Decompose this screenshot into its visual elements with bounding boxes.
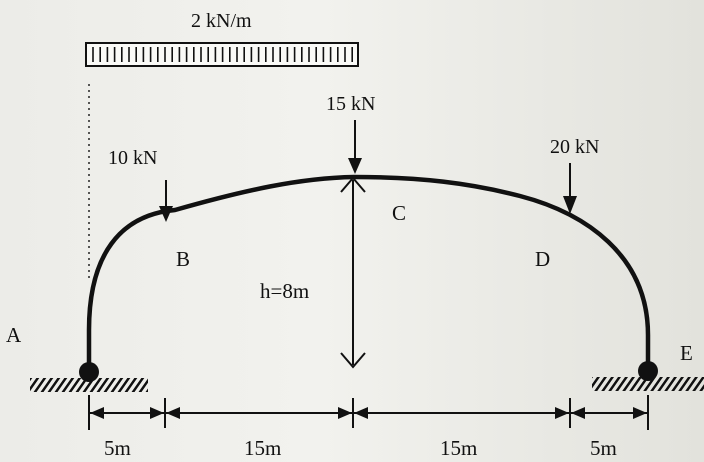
distributed-load-block bbox=[85, 42, 359, 67]
distributed-load-label: 2 kN/m bbox=[191, 10, 252, 32]
point-c-label: C bbox=[392, 201, 406, 225]
height-dimension bbox=[340, 176, 366, 369]
support-e bbox=[592, 361, 704, 391]
dimension-label-1: 5m bbox=[104, 436, 131, 460]
load-d-label: 20 kN bbox=[550, 136, 599, 158]
height-label: h=8m bbox=[260, 279, 309, 303]
point-b-label: B bbox=[176, 247, 190, 271]
dimension-label-2: 15m bbox=[244, 436, 281, 460]
arch-member bbox=[86, 174, 651, 372]
span-dimension-arrows bbox=[90, 407, 647, 419]
support-a bbox=[30, 362, 148, 392]
load-c-label: 15 kN bbox=[326, 93, 375, 115]
dimension-label-3: 15m bbox=[440, 436, 477, 460]
load-b-label: 10 kN bbox=[108, 147, 157, 169]
load-d-arrow bbox=[563, 163, 577, 214]
load-b-arrow bbox=[159, 180, 173, 222]
point-a-label: A bbox=[6, 323, 22, 347]
load-c-arrow bbox=[348, 120, 362, 174]
point-d-label: D bbox=[535, 247, 550, 271]
point-e-label: E bbox=[680, 341, 693, 365]
dimension-label-4: 5m bbox=[590, 436, 617, 460]
